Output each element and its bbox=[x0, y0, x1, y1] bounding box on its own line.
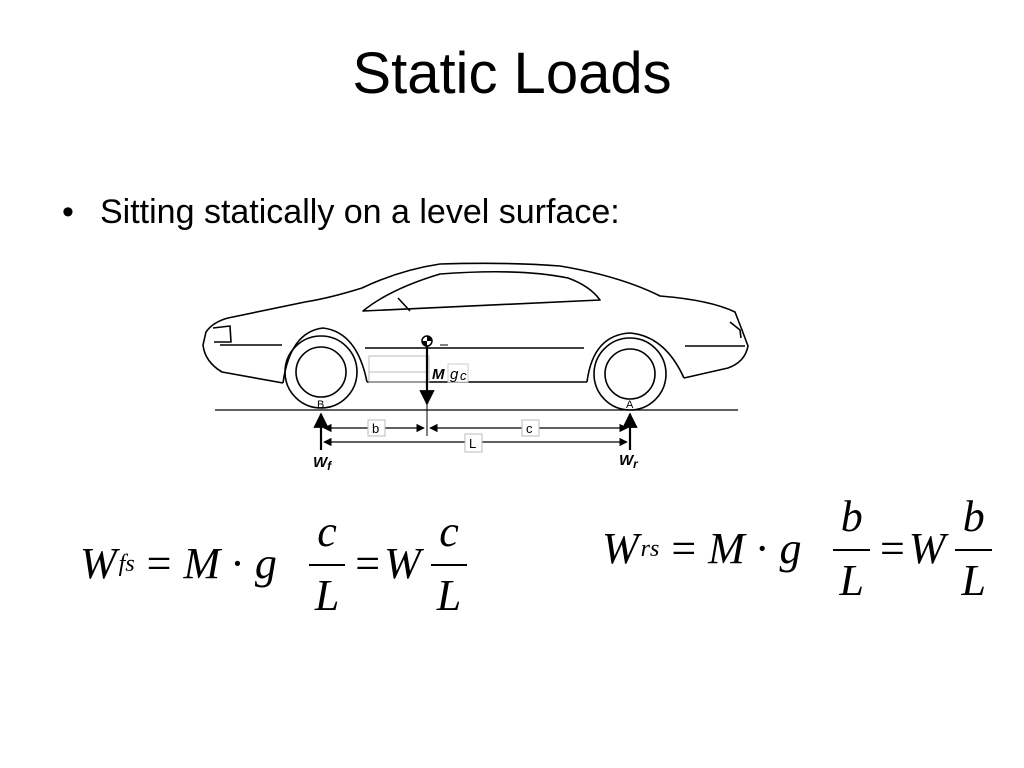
eq-rear-mass: M bbox=[708, 524, 745, 573]
point-b-label: B bbox=[317, 399, 324, 411]
eq-rear-lhs-sub: rs bbox=[640, 536, 660, 562]
car-outline bbox=[202, 262, 749, 384]
cg-label-g: g bbox=[450, 366, 459, 383]
eq-rear-fraction-1: b L bbox=[833, 495, 870, 603]
point-a-label: A bbox=[626, 399, 634, 411]
eq-front-lhs-sub: fs bbox=[118, 551, 135, 577]
eq-front-equals-1: = bbox=[146, 539, 172, 588]
cg-label-c: c bbox=[460, 368, 467, 383]
eq-rear-fraction-2: b L bbox=[955, 495, 992, 603]
dimension-b-label: b bbox=[372, 421, 379, 436]
eq-front-dot: · bbox=[230, 539, 245, 588]
slide-title: Static Loads bbox=[352, 41, 672, 106]
car-static-load-diagram: M g c B A b c L Wf Wr bbox=[202, 262, 749, 473]
eq-front-fraction-2: c L bbox=[430, 510, 468, 618]
eq-rear-equals-1: = bbox=[671, 524, 697, 573]
eq-rear-weight: W bbox=[908, 524, 946, 573]
dimension-l-label: L bbox=[469, 436, 476, 451]
bullet-marker: • bbox=[62, 193, 74, 231]
bullet-item: • Sitting statically on a level surface: bbox=[62, 188, 620, 236]
eq-front-mass: M bbox=[183, 539, 221, 588]
cg-label-m: M bbox=[432, 366, 445, 383]
front-wheel bbox=[284, 335, 358, 409]
eq-front-equals-2: = bbox=[355, 539, 381, 588]
eq-rear-dot: · bbox=[754, 524, 770, 573]
eq-front-gravity: g bbox=[254, 539, 277, 588]
rear-weight-label: Wr bbox=[619, 452, 639, 471]
eq-front-fraction-1: c L bbox=[308, 510, 346, 618]
front-weight-label: Wf bbox=[313, 454, 332, 473]
eq-rear-gravity: g bbox=[779, 524, 802, 573]
eq-rear-equals-2: = bbox=[879, 524, 905, 573]
eq-front-weight: W bbox=[384, 539, 421, 588]
cg-symbol bbox=[421, 335, 433, 347]
eq-rear-lhs: W bbox=[602, 524, 639, 573]
eq-front-lhs: W bbox=[80, 539, 117, 588]
dimension-c-label: c bbox=[526, 421, 533, 436]
bullet-text: Sitting statically on a level surface: bbox=[100, 193, 620, 231]
